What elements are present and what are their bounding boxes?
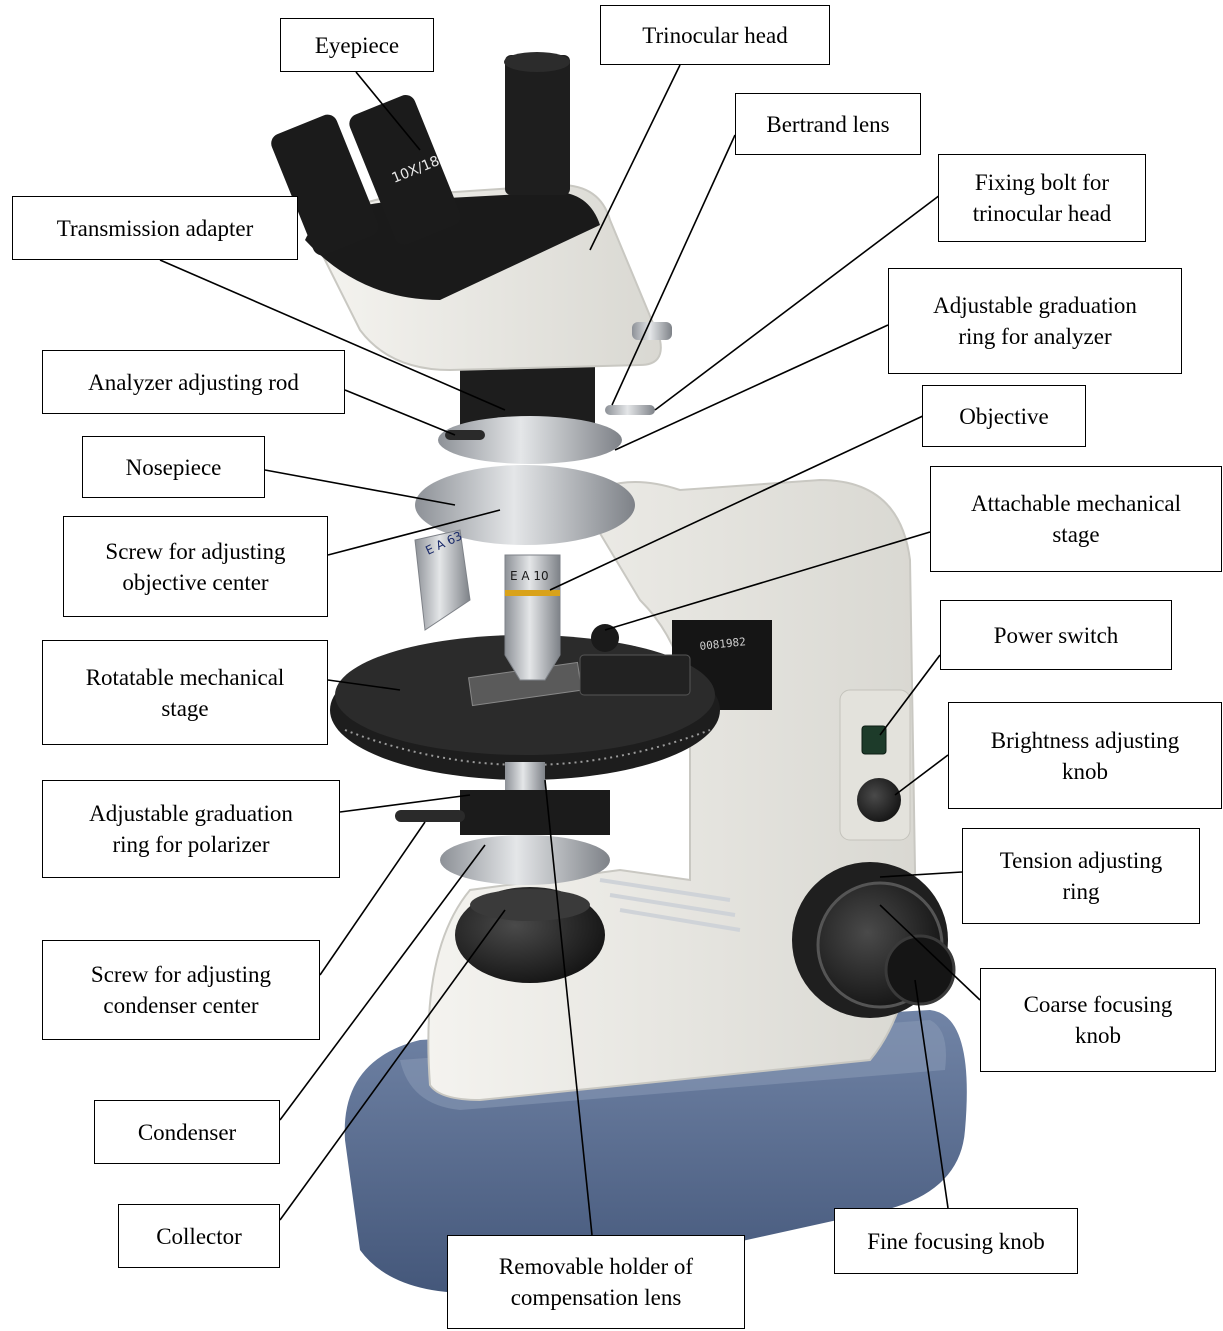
label-attachable-stage: Attachable mechanical stage <box>930 466 1222 572</box>
label-brightness-knob: Brightness adjusting knob <box>948 702 1222 809</box>
label-screw-condenser-center: Screw for adjusting condenser center <box>42 940 320 1040</box>
label-eyepiece: Eyepiece <box>280 18 434 72</box>
label-bertrand-lens: Bertrand lens <box>735 93 921 155</box>
collector-top <box>470 889 590 921</box>
trinocular-tube <box>505 55 570 195</box>
label-power-switch: Power switch <box>940 600 1172 670</box>
leader-graduation-polarizer <box>340 795 470 812</box>
objective-2-marking: E A 10 <box>510 569 549 583</box>
polarizer-ring-icon <box>460 790 610 835</box>
label-compensation-holder: Removable holder of compensation lens <box>447 1235 745 1329</box>
label-transmission-adapter: Transmission adapter <box>12 196 298 260</box>
label-fine-knob: Fine focusing knob <box>834 1208 1078 1274</box>
label-collector: Collector <box>118 1204 280 1268</box>
power-switch-icon <box>862 726 886 754</box>
label-graduation-ring-polarizer: Adjustable graduation ring for polarizer <box>42 780 340 878</box>
fine-knob-icon <box>886 936 954 1004</box>
microscope-illustration: 0081982 E A 63 E A 10 <box>268 52 967 1293</box>
label-screw-objective-center: Screw for adjusting objective center <box>63 516 328 617</box>
leader-analyzer-rod <box>345 390 455 435</box>
analyzer-rod-icon <box>445 430 485 440</box>
mechanical-stage-icon <box>580 655 690 695</box>
label-objective: Objective <box>922 385 1086 447</box>
label-analyzer-rod: Analyzer adjusting rod <box>42 350 345 414</box>
label-rotatable-stage: Rotatable mechanical stage <box>42 640 328 745</box>
objective-2-band <box>505 590 560 596</box>
polarizer-handle <box>395 810 465 822</box>
label-condenser: Condenser <box>94 1100 280 1164</box>
mechanical-stage-knob <box>591 624 619 652</box>
condenser-icon <box>440 835 610 885</box>
label-nosepiece: Nosepiece <box>82 436 265 498</box>
fixing-bolt-icon <box>605 405 655 415</box>
label-fixing-bolt: Fixing bolt for trinocular head <box>938 154 1146 242</box>
analyzer-section <box>460 365 595 425</box>
label-graduation-ring-analyzer: Adjustable graduation ring for analyzer <box>888 268 1182 374</box>
label-tension-ring: Tension adjusting ring <box>962 828 1200 924</box>
brightness-knob-icon <box>857 778 901 822</box>
head-knob <box>632 322 672 340</box>
compensation-holder-icon <box>505 762 545 792</box>
label-coarse-knob: Coarse focusing knob <box>980 968 1216 1072</box>
trinocular-tube-top <box>504 52 570 72</box>
label-trinocular-head: Trinocular head <box>600 5 830 65</box>
leader-trinocular-head <box>590 65 680 250</box>
